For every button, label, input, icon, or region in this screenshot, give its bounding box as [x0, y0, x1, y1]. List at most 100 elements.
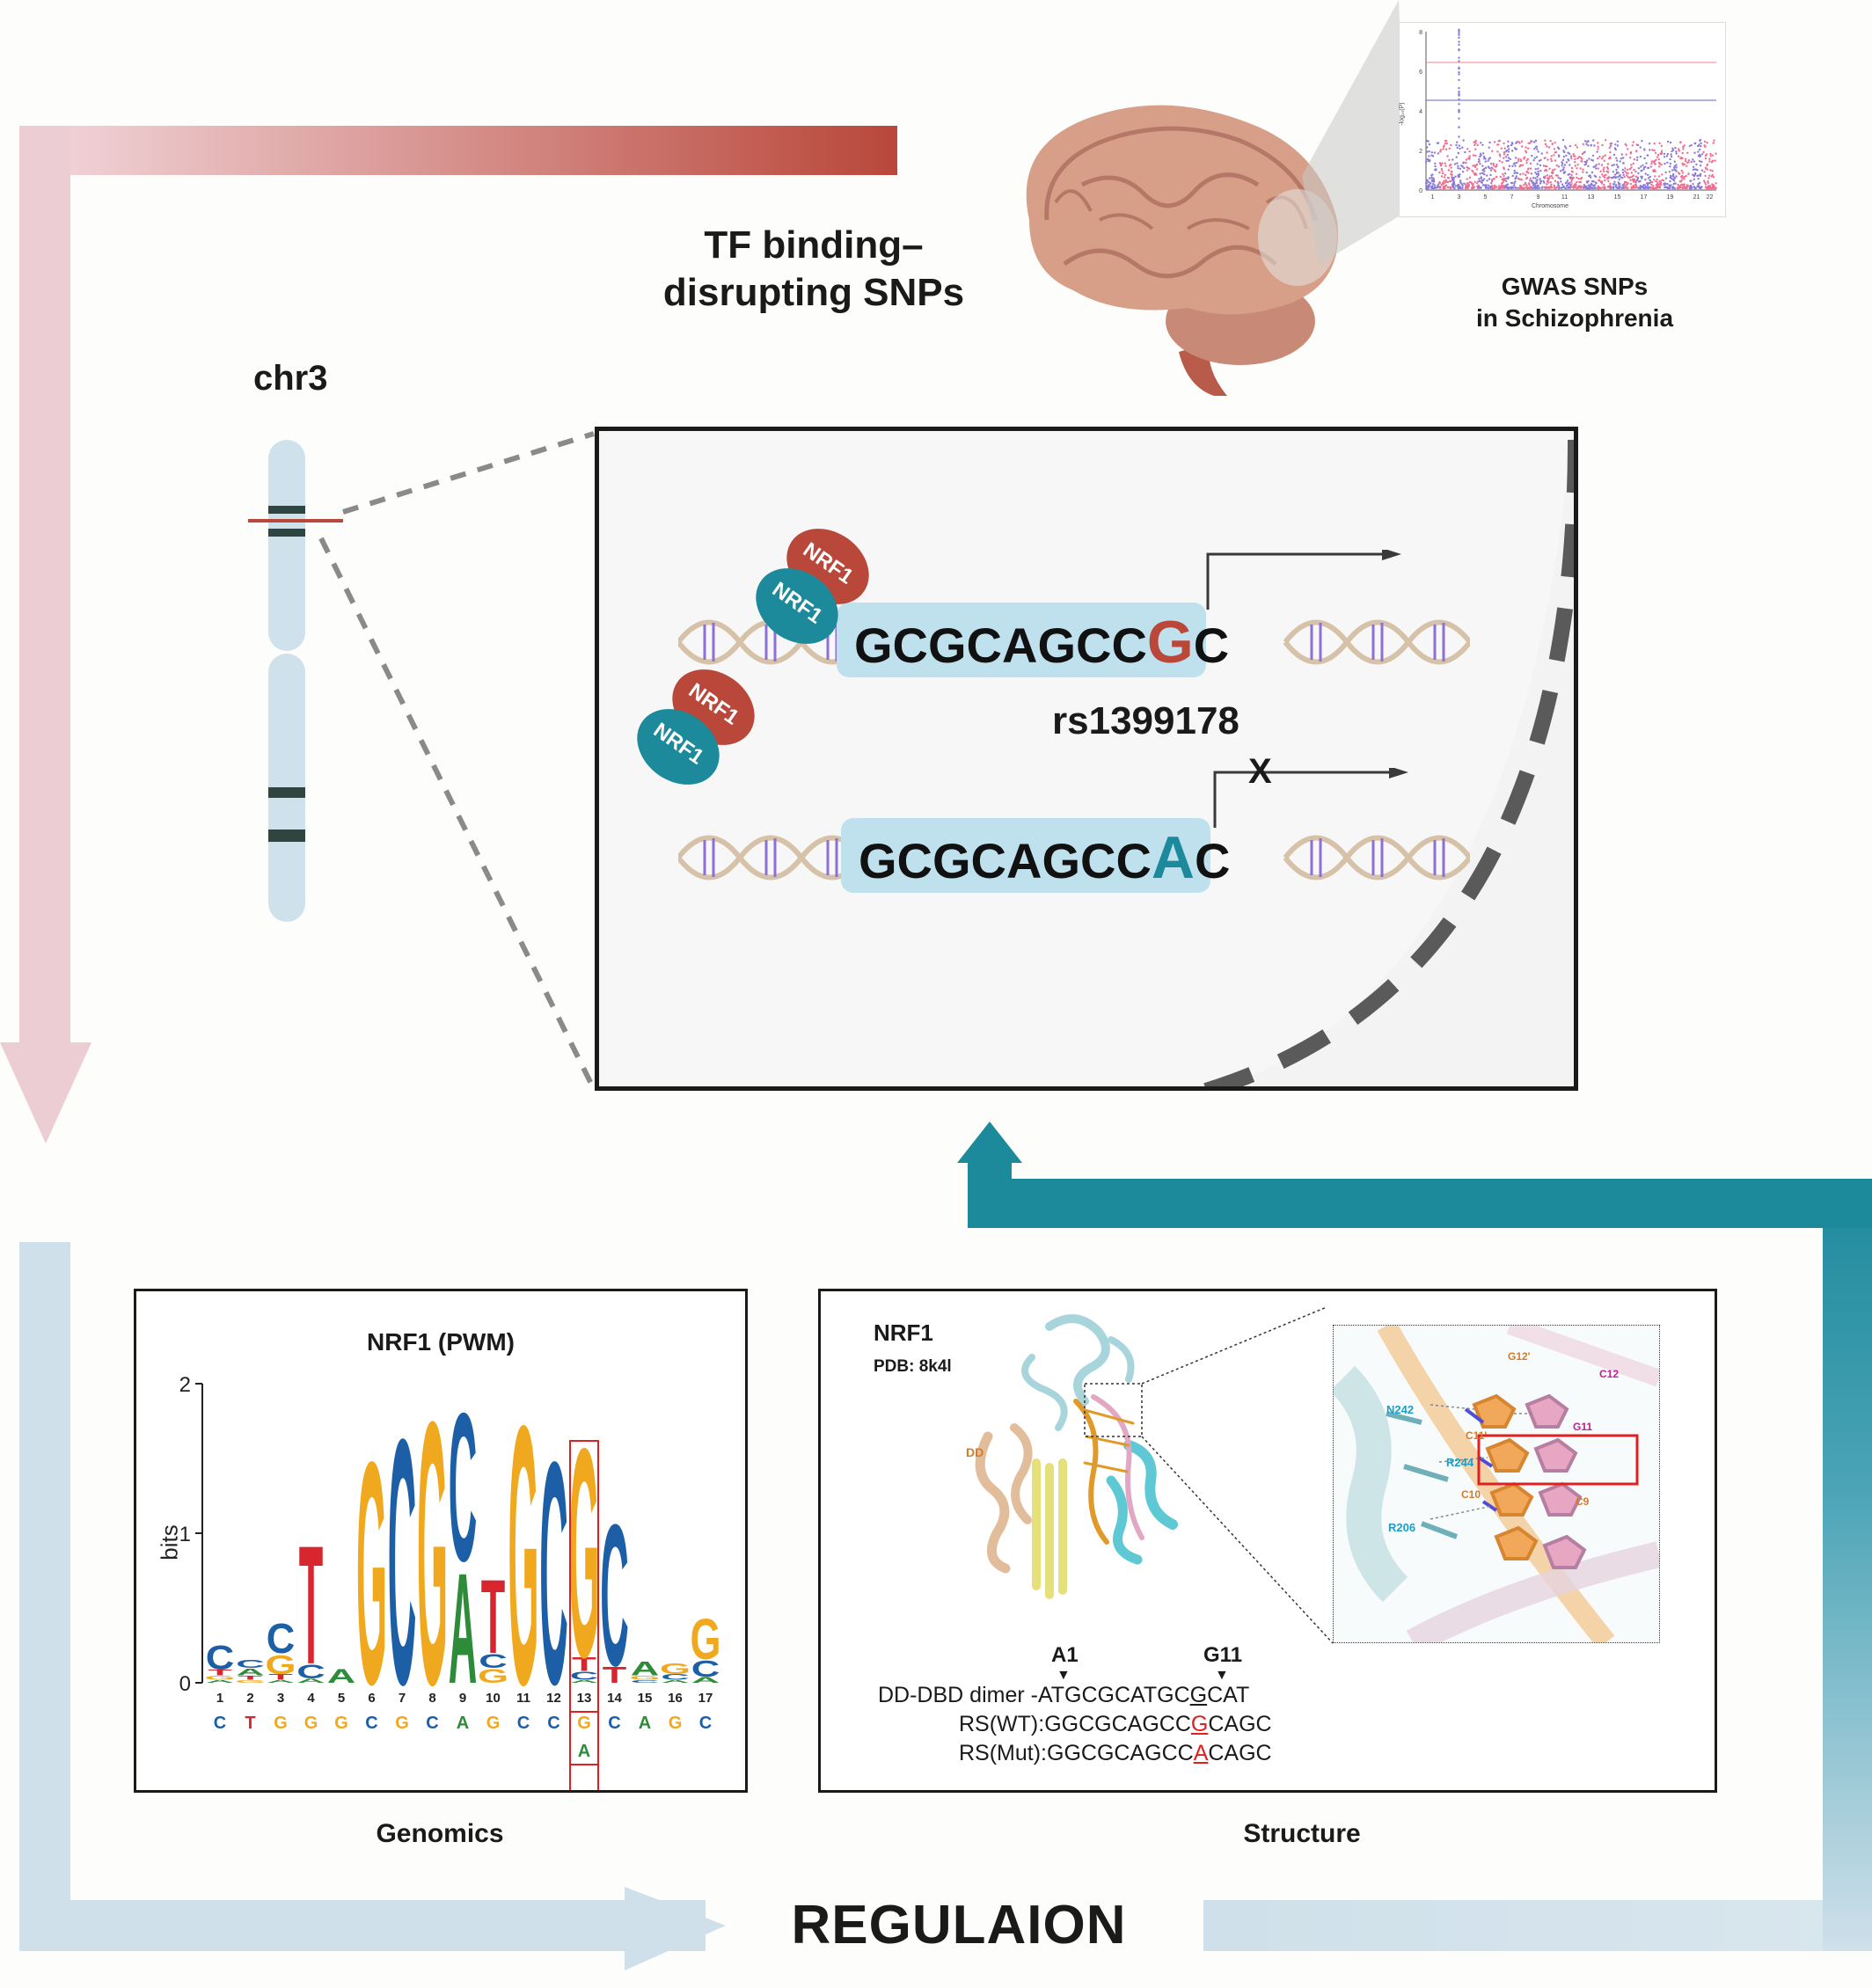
pwm-consensus-base: C: [699, 1714, 712, 1733]
base-g12p: G12': [1508, 1350, 1531, 1363]
snp-zoom-panel: GCGCAGCCGC NRF1 NRF1 rs1399178 NRF1 NRF1: [595, 427, 1578, 1091]
manhattan-chr-19: [1663, 140, 1678, 190]
seq3-pre: GGCGCAGCC: [1047, 1741, 1194, 1765]
pwm-letter-C: C: [449, 1368, 477, 1605]
footer-title: REGULAION: [791, 1895, 1127, 1955]
manhattan-xtick-17: 17: [1641, 194, 1648, 201]
pwm-letter-T: T: [572, 1654, 596, 1675]
pwm-stack-11: G: [508, 1350, 538, 1762]
pwm-consensus-base: G: [334, 1714, 348, 1733]
pwm-letter-T: T: [481, 1559, 505, 1677]
left-pink-arrowhead: [0, 1042, 91, 1144]
pwm-stack-6: G: [356, 1396, 387, 1750]
pwm-position: 15: [638, 1691, 653, 1706]
chromosome-label: chr3: [253, 359, 328, 398]
pwm-position: 9: [459, 1691, 466, 1706]
manhattan-chr-13: [1583, 139, 1598, 190]
pwm-stack-7: C: [388, 1366, 416, 1757]
structure-panel: NRF1 PDB: 8k4l DD: [818, 1289, 1717, 1793]
pwm-letter-A: A: [296, 1677, 325, 1684]
pwm-letter-A: A: [267, 1679, 295, 1684]
pwm-consensus-base: C: [365, 1714, 377, 1733]
seq3-label: RS(Mut):: [959, 1741, 1047, 1765]
pwm-consensus-base: G: [304, 1714, 318, 1733]
marker-a1: A1: [1051, 1643, 1079, 1667]
pwm-stack-3: ATGC: [265, 1615, 296, 1684]
bottom-blue-bar: [19, 1900, 706, 1951]
pwm-position: 13: [577, 1691, 592, 1706]
pwm-position: 5: [338, 1691, 345, 1706]
top-red-bar: [19, 126, 897, 175]
pwm-stack-5: A: [327, 1666, 355, 1687]
pwm-stack-16: ACG: [660, 1660, 691, 1684]
gwas-label-line2: in Schizophrenia: [1475, 304, 1674, 332]
pwm-consensus-base: C: [426, 1714, 438, 1733]
pwm-position: 6: [368, 1691, 375, 1706]
genomics-caption: Genomics: [376, 1819, 504, 1848]
pwm-letter-T: T: [268, 1673, 293, 1682]
pwm-letter-A: A: [327, 1666, 355, 1687]
dna-seq-mut: GCGCAGCCAC: [859, 822, 1230, 896]
transcription-arrow-blocked: [1213, 768, 1408, 828]
interface-inset: N242 R244 R206 G12' C12 C11' G11 C10 C9: [1333, 1325, 1660, 1643]
pwm-letter-A: A: [236, 1666, 264, 1677]
structure-caption: Structure: [1243, 1819, 1361, 1848]
pwm-letter-C: C: [267, 1615, 296, 1663]
pwm-letter-A: A: [570, 1679, 598, 1684]
manhattan-chr-15: [1609, 140, 1626, 190]
manhattan-chr-10: [1543, 139, 1559, 190]
wt-prefix: GCGCAGCC: [854, 618, 1147, 673]
pwm-consensus-base: G: [577, 1714, 591, 1733]
pwm-letter-G: G: [690, 1606, 720, 1670]
seq3-post: CAGC: [1208, 1741, 1272, 1765]
pwm-position: 16: [668, 1691, 683, 1706]
zoom-wedge: [1302, 0, 1408, 264]
pwm-ytick-label: 0: [179, 1672, 191, 1696]
pwm-variant-allele: A: [578, 1742, 590, 1761]
manhattan-chr-16: [1623, 141, 1638, 190]
pwm-ytick-label: 1: [179, 1523, 191, 1546]
pwm-letter-G: G: [478, 1666, 508, 1687]
manhattan-xtick-22: 22: [1707, 194, 1714, 201]
manhattan-chr-20: [1676, 141, 1691, 190]
base-c10: C10: [1461, 1488, 1481, 1501]
pwm-position: 11: [516, 1691, 530, 1706]
base-c12: C12: [1599, 1368, 1620, 1380]
pwm-position: 7: [399, 1691, 406, 1706]
manhattan-xtick-21: 21: [1693, 194, 1700, 201]
seq1-allele: G: [1189, 1683, 1208, 1707]
manhattan-chr-3: [1451, 28, 1466, 190]
seq-row-mut: RS(Mut):GGCGCAGCCACAGC: [959, 1741, 1272, 1766]
chromosome-icon: [248, 440, 343, 922]
pwm-position: 4: [307, 1691, 315, 1706]
mut-prefix: GCGCAGCC: [859, 833, 1152, 888]
manhattan-xtick-7: 7: [1510, 194, 1514, 201]
pwm-position: 1: [216, 1691, 223, 1706]
seq2-allele: G: [1190, 1712, 1209, 1736]
marker-a1-arrow: ▼: [1057, 1668, 1071, 1683]
tf-label-line1: TF binding–: [704, 223, 924, 267]
wt-suffix: C: [1193, 618, 1230, 673]
teal-arrowhead: [957, 1122, 1022, 1163]
manhattan-chr-4: [1464, 139, 1481, 190]
pwm-letter-A: A: [661, 1679, 689, 1684]
manhattan-chr-6: [1490, 139, 1506, 190]
transcription-arrow-active: [1206, 550, 1401, 610]
pwm-position: 2: [246, 1691, 253, 1706]
pwm-letter-C: C: [236, 1658, 265, 1671]
manhattan-ytick-0: 0: [1419, 188, 1422, 194]
dd-label: DD: [966, 1445, 984, 1459]
pwm-consensus-base: T: [245, 1714, 255, 1733]
snp-id: rs1399178: [1052, 699, 1239, 742]
pwm-consensus-base: A: [457, 1714, 469, 1733]
pwm-letter-A: A: [206, 1679, 234, 1684]
pwm-letter-C: C: [479, 1651, 507, 1672]
pwm-position: 14: [607, 1691, 622, 1706]
pwm-consensus-base: G: [274, 1714, 288, 1733]
dna-seq-wt: GCGCAGCCGC: [854, 607, 1229, 681]
